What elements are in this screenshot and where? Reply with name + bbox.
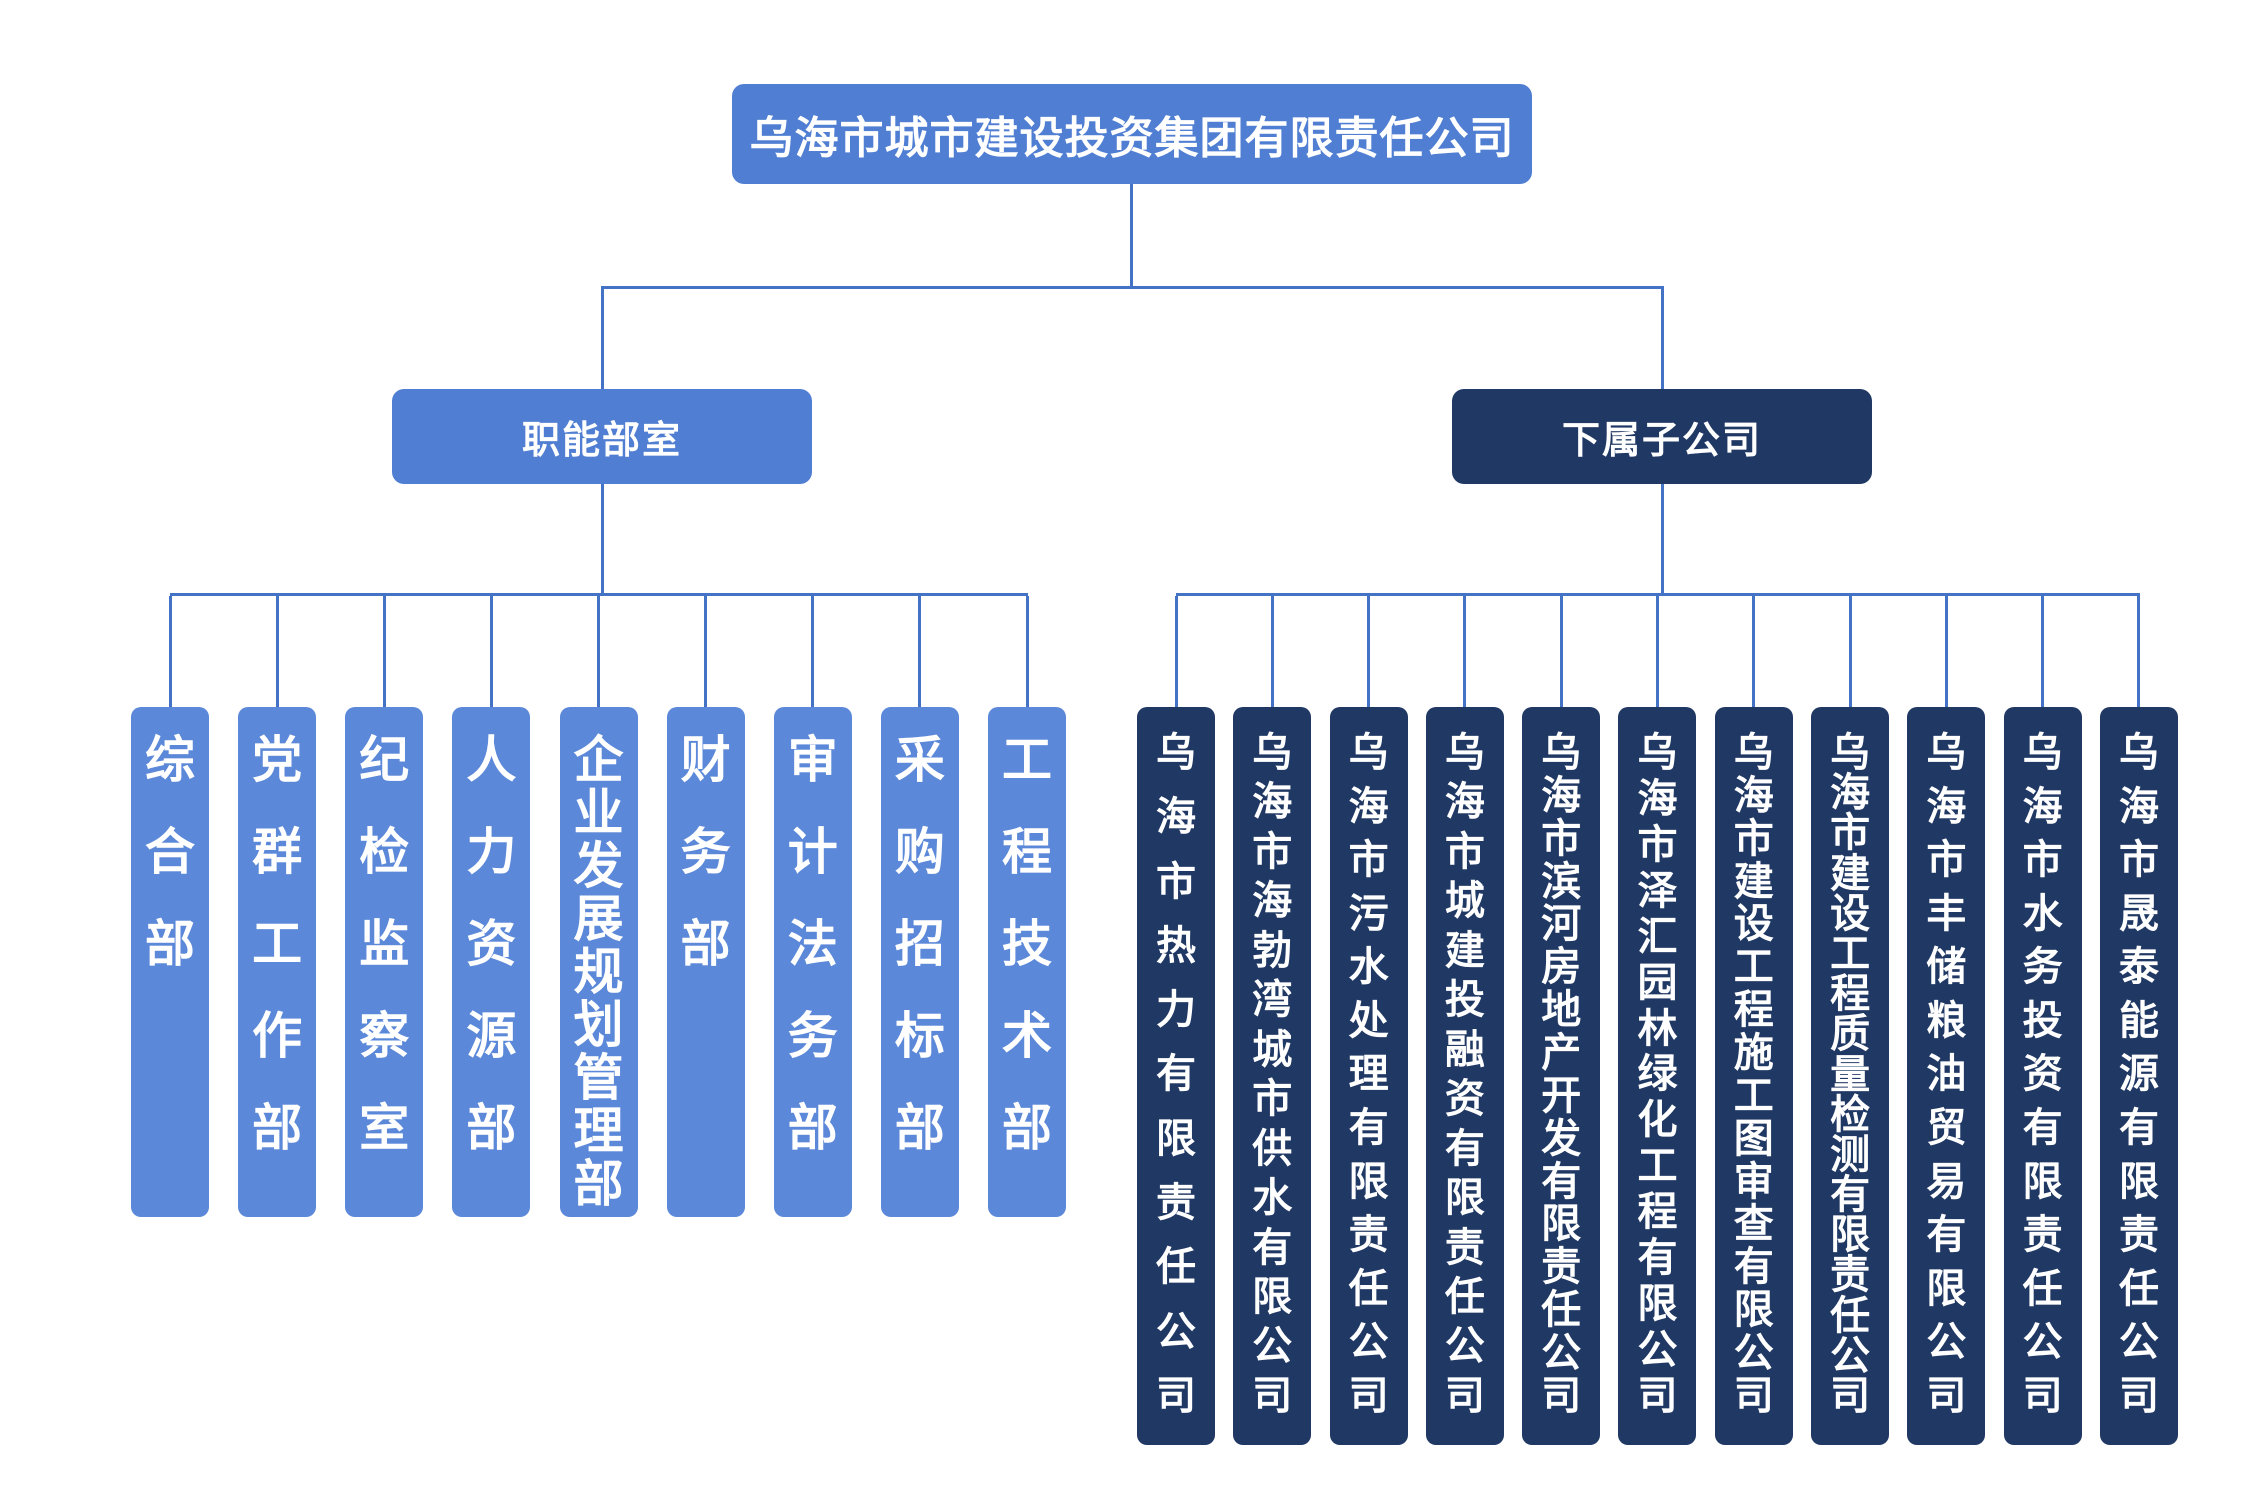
department-box: 审计法务部 xyxy=(773,596,852,1217)
department-name: 采购招标部 xyxy=(894,732,945,1156)
subsidiary-name: 乌海市滨河房地产开发有限责任公司 xyxy=(1541,730,1582,1418)
subsidiary-name: 乌海市建设工程质量检测有限责任公司 xyxy=(1830,730,1871,1418)
departments-row: 综合部 党群工作部 纪检监察室 人力资源部 企业发展规划管理部 财务部 审计法务… xyxy=(131,596,1066,1217)
department-name: 综合部 xyxy=(145,732,195,972)
connector-root-vertical xyxy=(1130,184,1133,287)
subsidiary-name: 乌海市热力有限责任公司 xyxy=(1156,730,1196,1418)
subsidiary-box: 乌海市污水处理有限责任公司 xyxy=(1329,596,1408,1445)
subsidiary-box: 乌海市水务投资有限责任公司 xyxy=(2003,596,2082,1445)
subsidiary-name: 乌海市晟泰能源有限责任公司 xyxy=(2118,730,2159,1418)
subsidiary-name: 乌海市泽汇园林绿化工程有限公司 xyxy=(1637,730,1678,1418)
subsidiary-box: 乌海市泽汇园林绿化工程有限公司 xyxy=(1618,596,1697,1445)
subsidiary-box: 乌海市建设工程施工图审查有限公司 xyxy=(1714,596,1793,1445)
branch-subsidiaries-box: 下属子公司 xyxy=(1452,389,1872,484)
subsidiary-box: 乌海市建设工程质量检测有限责任公司 xyxy=(1811,596,1890,1445)
subsidiary-name: 乌海市建设工程施工图审查有限公司 xyxy=(1733,730,1774,1418)
connector-departments-rail xyxy=(170,593,1028,596)
subsidiary-box: 乌海市丰储粮油贸易有限公司 xyxy=(1907,596,1986,1445)
connector-subsidiaries-drop xyxy=(1661,286,1664,392)
department-box: 企业发展规划管理部 xyxy=(559,596,638,1217)
org-root-label: 乌海市城市建设投资集团有限责任公司 xyxy=(749,114,1515,163)
subsidiary-box: 乌海市滨河房地产开发有限责任公司 xyxy=(1522,596,1601,1445)
subsidiary-box: 乌海市热力有限责任公司 xyxy=(1137,596,1215,1445)
subsidiary-box: 乌海市海勃湾城市供水有限公司 xyxy=(1233,596,1312,1445)
subsidiary-box: 乌海市城建投融资有限责任公司 xyxy=(1425,596,1504,1445)
connector-top-rail xyxy=(601,286,1664,289)
department-name: 企业发展规划管理部 xyxy=(573,732,624,1212)
connector-departments-stem xyxy=(601,484,604,596)
department-name: 党群工作部 xyxy=(252,732,303,1156)
subsidiary-name: 乌海市水务投资有限责任公司 xyxy=(2022,730,2063,1418)
department-name: 纪检监察室 xyxy=(359,732,410,1156)
subsidiaries-row: 乌海市热力有限责任公司 乌海市海勃湾城市供水有限公司 乌海市污水处理有限责任公司… xyxy=(1137,596,2178,1445)
department-box: 采购招标部 xyxy=(880,596,959,1217)
department-name: 人力资源部 xyxy=(466,732,517,1156)
department-box: 财务部 xyxy=(666,596,745,1217)
branch-subsidiaries-label: 下属子公司 xyxy=(1561,420,1762,462)
subsidiary-name: 乌海市海勃湾城市供水有限公司 xyxy=(1252,730,1293,1418)
department-box: 纪检监察室 xyxy=(345,596,424,1217)
department-name: 审计法务部 xyxy=(787,732,838,1156)
subsidiary-box: 乌海市晟泰能源有限责任公司 xyxy=(2099,596,2178,1445)
subsidiary-name: 乌海市污水处理有限责任公司 xyxy=(1348,730,1389,1418)
department-box: 党群工作部 xyxy=(238,596,317,1217)
org-root-box: 乌海市城市建设投资集团有限责任公司 xyxy=(732,84,1532,184)
department-box: 工程技术部 xyxy=(988,596,1066,1217)
subsidiary-name: 乌海市丰储粮油贸易有限公司 xyxy=(1926,730,1967,1418)
connector-subsidiaries-rail xyxy=(1176,593,2140,596)
department-box: 人力资源部 xyxy=(452,596,531,1217)
connector-departments-drop xyxy=(601,286,604,392)
department-name: 工程技术部 xyxy=(1002,732,1052,1156)
subsidiary-name: 乌海市城建投融资有限责任公司 xyxy=(1444,730,1485,1418)
connector-subsidiaries-stem xyxy=(1661,484,1664,596)
branch-departments-label: 职能部室 xyxy=(521,420,682,462)
branch-departments-box: 职能部室 xyxy=(392,389,812,484)
department-box: 综合部 xyxy=(131,596,209,1217)
department-name: 财务部 xyxy=(680,732,731,972)
